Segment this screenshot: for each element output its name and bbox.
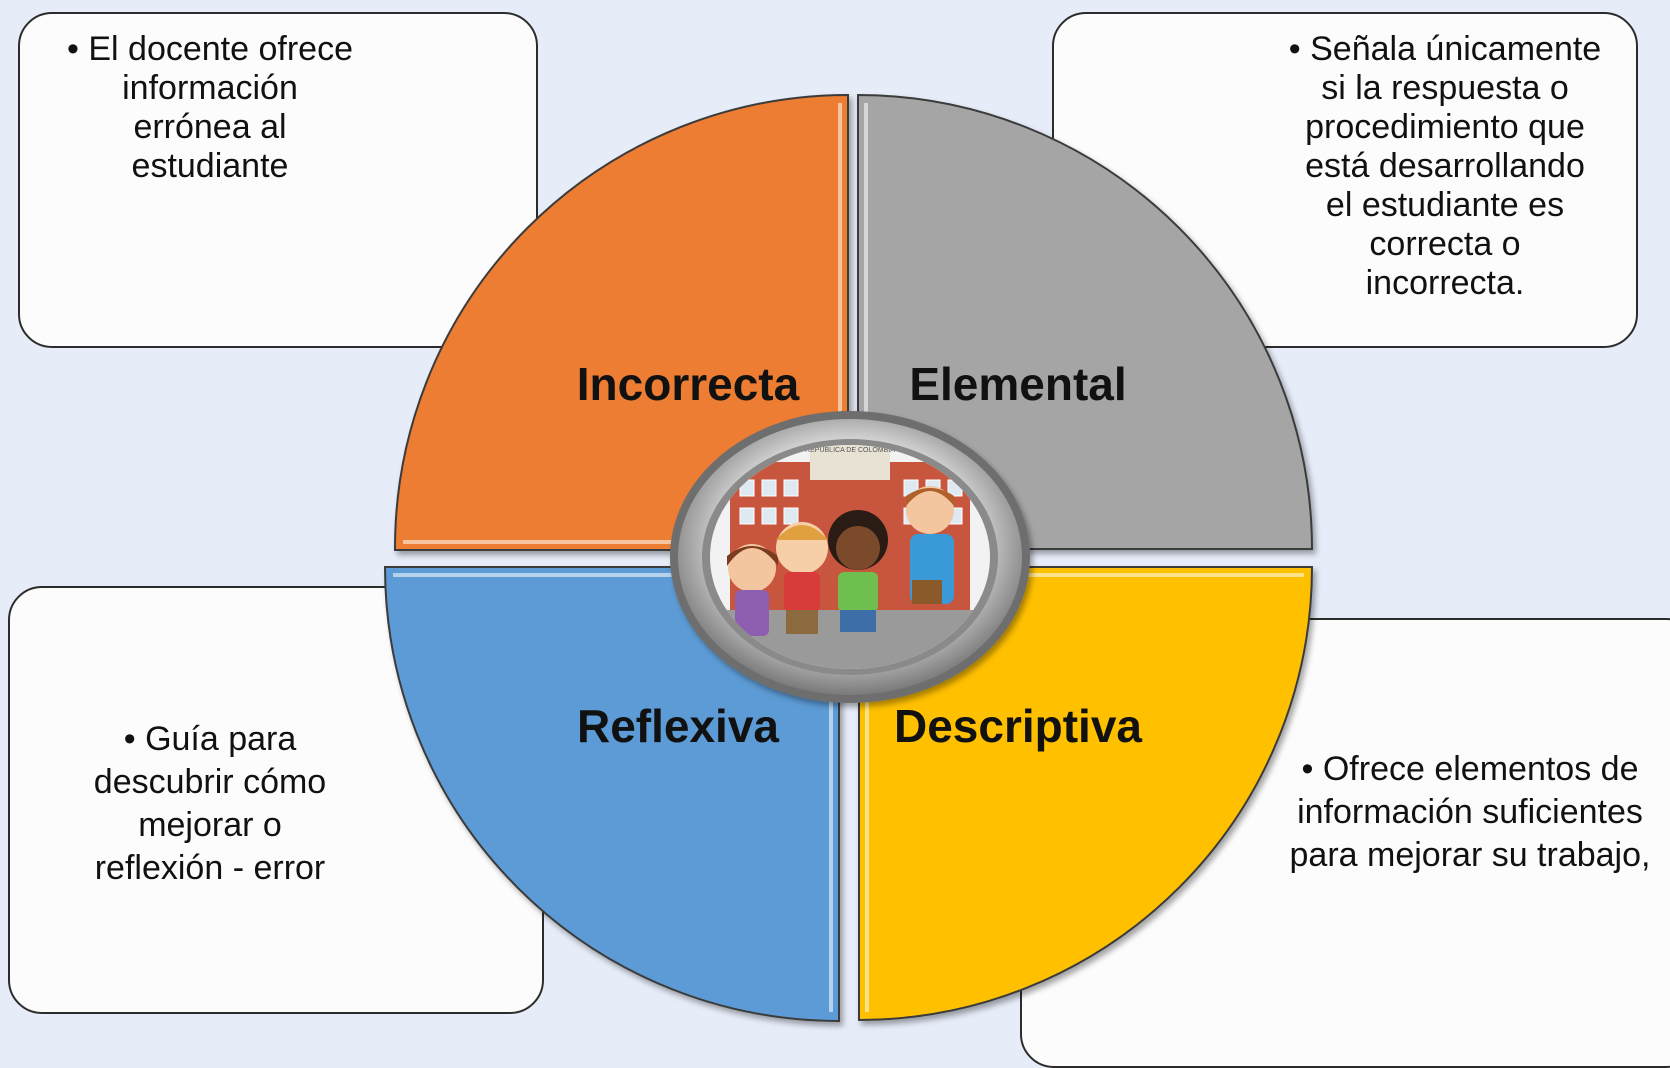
center-medallion: REPUBLICA DE COLOMBIA <box>670 411 1030 703</box>
description-box-incorrecta <box>18 12 538 348</box>
quadrant-reflexiva <box>383 566 840 1023</box>
child-figure <box>828 510 888 632</box>
quadrant-label-descriptiva: Descriptiva <box>894 700 1142 752</box>
child-figure <box>727 544 778 636</box>
feedback-wheel: Incorrecta Elemental Reflexiva Descripti… <box>383 93 1314 1023</box>
quadrant-label-reflexiva: Reflexiva <box>577 700 779 752</box>
school-children-illustration: REPUBLICA DE COLOMBIA <box>710 445 990 669</box>
quadrant-incorrecta <box>393 93 849 551</box>
quadrant-elemental <box>857 93 1314 550</box>
quadrant-label-elemental: Elemental <box>909 358 1126 410</box>
child-figure <box>776 522 828 634</box>
description-reflexiva: • Guía para descubrir cómo mejorar o ref… <box>93 720 327 887</box>
description-incorrecta: • El docente ofrece información errónea … <box>67 30 353 185</box>
description-elemental: • Señala únicamente si la respuesta o pr… <box>1288 30 1602 302</box>
school-sign: REPUBLICA DE COLOMBIA <box>805 447 895 454</box>
description-descriptiva: • Ofrece elementos de información sufici… <box>1289 750 1651 874</box>
quadrant-label-incorrecta: Incorrecta <box>577 358 800 410</box>
teacher-figure <box>906 486 954 604</box>
quadrant-descriptiva <box>858 566 1314 1022</box>
